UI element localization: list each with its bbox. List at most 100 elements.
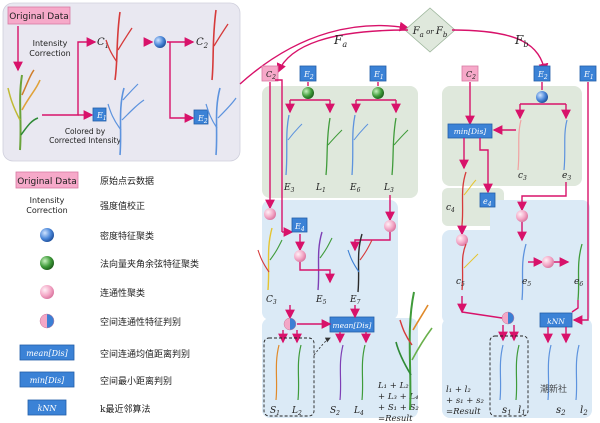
branch-b-e6: e6	[574, 277, 583, 288]
legend-density-desc: 密度特征聚类	[100, 230, 154, 242]
branch-a-c2: C2	[266, 70, 276, 81]
legend-connectivity-desc: 连通性聚类	[100, 287, 145, 299]
legend-mean-desc: 空间连通均值距离判别	[100, 348, 190, 360]
branch-b-plants-bottom	[499, 344, 580, 401]
legend: Original Data 原始点云数据 Intensity Correctio…	[15, 171, 199, 416]
branch-a-c2-box	[261, 65, 279, 82]
branch-b-e3: e3	[562, 171, 571, 182]
branch-b-e1-box	[579, 65, 597, 82]
inset-c1: C1	[97, 37, 109, 50]
branch-a-l2: L2	[291, 406, 302, 417]
inset-to-decision-arrow	[239, 21, 410, 85]
branch-a-green-ball-2	[372, 87, 384, 99]
branch-b-s2: s2	[556, 405, 566, 417]
inset-e2-box	[193, 109, 209, 125]
branch-b-plants-mid	[461, 243, 583, 301]
branch-b-min-box	[447, 123, 493, 139]
legend-intensity-line1: Intensity	[30, 196, 65, 205]
branch-b-c2-box	[461, 65, 479, 82]
branch-a-pink-ball-1	[264, 208, 276, 220]
branch-a-plants-top	[285, 114, 409, 176]
branch-b-plants-top	[517, 119, 568, 171]
branch-a-e2-box	[299, 65, 317, 82]
branch-a-e3: E3	[283, 183, 295, 194]
branch-a-s1: S1	[270, 406, 280, 417]
fa-label: Fa	[333, 33, 347, 49]
branch-b-e2: E2	[537, 70, 548, 81]
branch-b-min-label: min[Dis]	[454, 127, 487, 136]
inset-e1: E1	[96, 111, 107, 122]
branch-a-plants-bottom	[275, 344, 366, 401]
legend-mean-label: mean[Dis]	[26, 349, 68, 358]
fb-label: Fb	[514, 33, 528, 49]
legend-original-box	[15, 171, 79, 189]
inset-panel: Original Data Intensity Correction Color…	[2, 2, 241, 162]
branch-b-e4: e4	[483, 197, 492, 208]
branch-a-l1: L1	[315, 183, 326, 194]
branch-a-mean-label: mean[Dis]	[333, 321, 372, 330]
branch-b-l1: l1	[518, 405, 526, 417]
branch-b-l2: l2	[580, 405, 588, 417]
fb-arrow	[451, 29, 549, 74]
branch-a-e4: E4	[294, 222, 305, 233]
decision-label: Fa or Fb	[412, 26, 448, 39]
branch-b-e4-box	[479, 192, 496, 208]
branch-a-eq-3: + S₁ + S₂	[378, 403, 419, 413]
density-ball-icon	[40, 228, 54, 242]
branch-b-eq-3: =Result	[446, 407, 481, 417]
inset-plant-colored	[7, 69, 41, 151]
branch-a-pink-ball-3	[294, 250, 306, 262]
decision-node: Fa or Fb	[404, 7, 456, 53]
legend-min-desc: 空间最小距离判别	[100, 375, 172, 387]
inset-original-box	[7, 6, 71, 25]
branch-a-e4-box	[291, 217, 308, 233]
legend-original-desc: 原始点云数据	[100, 175, 154, 187]
branch-a-e5: E5	[315, 295, 327, 306]
legend-knn-label: kNN	[38, 404, 58, 413]
legend-intensity-desc: 强度值校正	[100, 200, 145, 212]
branch-b-plant-c4	[461, 171, 477, 226]
legend-original-label: Original Data	[17, 177, 77, 187]
branch-b-pink-ball-3	[542, 256, 554, 268]
inset-plant-red	[105, 11, 133, 81]
branch-a-green-ball-1	[302, 87, 314, 99]
branch-b-e5: e5	[522, 277, 531, 288]
branch-b-blue-panel-2	[442, 230, 502, 324]
legend-min-label: min[Dis]	[30, 376, 65, 385]
branch-a-s2: S2	[330, 406, 340, 417]
branch-a-dashed-box	[263, 337, 315, 417]
branch-b-knn-label: kNN	[547, 317, 565, 326]
branch-a-c3: C3	[266, 295, 277, 306]
branch-b-dashed-box	[489, 335, 529, 417]
branch-a-eq-2: + L₃ + L₄	[378, 392, 419, 402]
legend-normal-desc: 法向量夹角余弦特征聚类	[100, 258, 199, 270]
branch-a-e7: E7	[349, 295, 361, 306]
spatial-connectivity-ball-icon	[39, 313, 55, 329]
connectivity-ball-icon	[40, 285, 54, 299]
inset-intensity-line1: Intensity	[33, 39, 68, 48]
branch-a-eq-1: L₁ + L₂	[377, 381, 409, 391]
branch-a-e6: E6	[349, 183, 361, 194]
inset-original-label: Original Data	[9, 12, 69, 22]
legend-knn-box	[27, 399, 67, 416]
legend-mean-box	[19, 344, 75, 361]
branch-a-e2: E2	[303, 70, 314, 81]
inset-plant-red-2	[211, 9, 229, 81]
branch-b-spatial-ball	[501, 311, 515, 325]
branch-b-e1: E1	[583, 70, 594, 81]
center-result-plant	[395, 291, 433, 411]
inset-density-ball	[154, 36, 166, 48]
branch-b-e2-box	[533, 65, 551, 82]
normal-ball-icon	[40, 256, 54, 270]
branch-b-pink-ball-1	[456, 234, 468, 246]
branch-a-pink-ball-2	[384, 220, 396, 232]
branch-b-c4: c4	[446, 203, 455, 214]
branch-a-l4: L4	[353, 406, 364, 417]
legend-min-box	[19, 371, 75, 388]
inset-colored-line2: Corrected Intensity	[49, 136, 121, 145]
inset-plant-blue	[107, 83, 145, 156]
branch-a-green-panel	[262, 86, 418, 198]
branch-a-plants-mid	[257, 227, 373, 293]
